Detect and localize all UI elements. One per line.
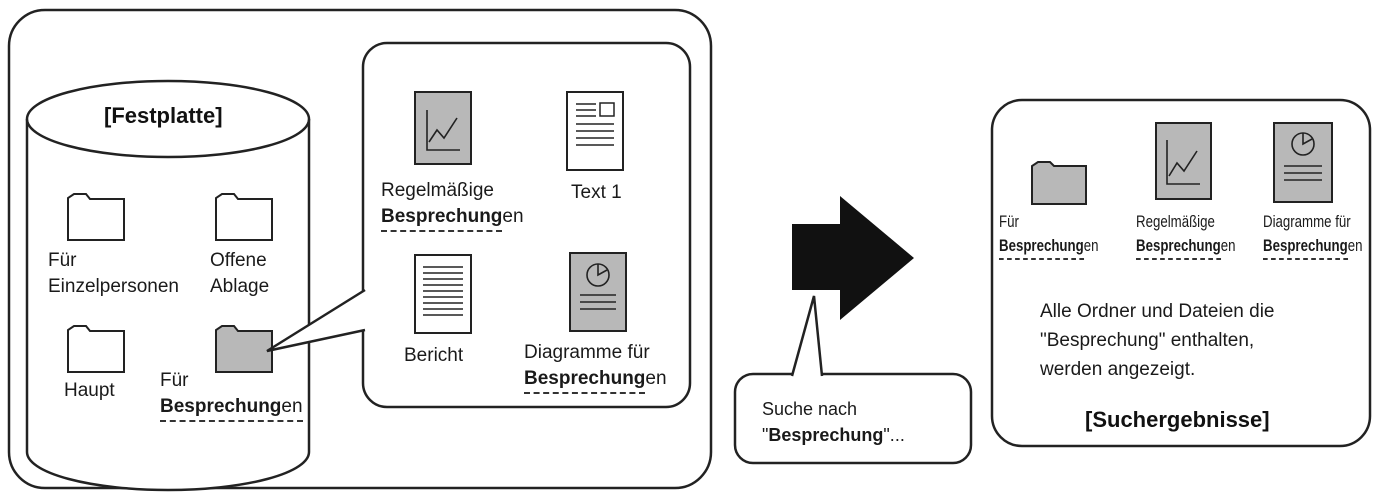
folder-icon-meetings [215,325,273,373]
folder-label-open-shelf: Offene Ablage [210,250,270,297]
chart-file-icon-regular-meetings [414,91,472,165]
folder-icon-open-shelf [215,193,273,241]
result-label-folder: Für Besprechungen [999,210,1098,260]
folder-label-individuals: Für Einzelpersonen [48,250,179,297]
text-file-icon [566,91,624,171]
pie-chart-file-icon-meetings [569,252,627,332]
drive-title: [Festplatte] [104,103,223,128]
file-label-charts-meetings: Diagramme für Besprechungen [524,340,667,394]
results-chart-file-icon [1155,122,1212,200]
search-callout-text: Suche nach "Besprechung"... [762,399,905,445]
file-label-report: Bericht [404,345,464,366]
file-label-text1: Text 1 [571,182,622,203]
folder-icon-main [67,325,125,373]
file-label-regular-meetings: Regelmäßige Besprechungen [381,178,524,232]
results-pie-chart-file-icon [1273,122,1333,203]
result-label-charts-meetings: Diagramme für Besprechungen [1263,210,1362,260]
results-title: [Suchergebnisse] [1085,407,1270,432]
results-folder-icon [1031,161,1087,205]
search-callout-bubble [733,295,973,465]
folder-icon-individuals [67,193,125,241]
folder-label-main: Haupt [64,380,115,401]
results-description: Alle Ordner und Dateien die "Besprechung… [1040,301,1275,380]
keyword-underline: Besprechungen [160,394,303,422]
result-label-regular-meetings: Regelmäßige Besprechungen [1136,210,1235,260]
arrow-right-icon [792,196,914,320]
folder-label-meetings: Für Besprechungen [160,368,303,422]
report-file-icon [414,254,472,334]
